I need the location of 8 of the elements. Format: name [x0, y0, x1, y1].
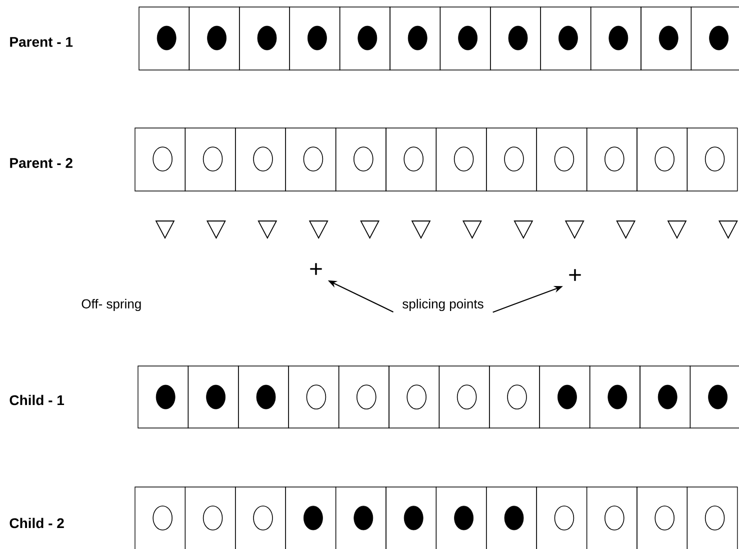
annotation-text: splicing points — [402, 298, 484, 312]
plus-sign: + — [310, 263, 322, 275]
plus-sign: + — [569, 269, 581, 281]
row-label: Parent - 1 — [10, 37, 73, 47]
row-label: Off- spring — [82, 298, 141, 312]
row-label: Child - 1 — [10, 394, 64, 406]
row-label: Child - 2 — [10, 518, 64, 528]
row-label: Parent - 2 — [10, 158, 72, 168]
